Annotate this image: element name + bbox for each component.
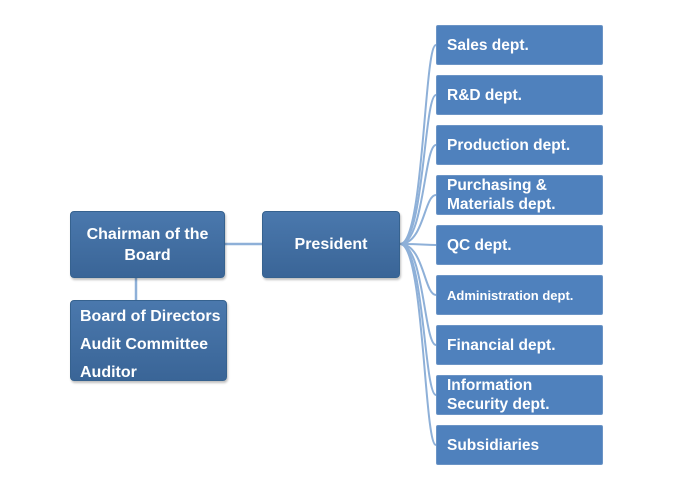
dept-subsidiaries: Subsidiaries — [436, 425, 603, 465]
dept-connector — [399, 243, 437, 296]
chairman-box: Chairman of the Board — [70, 211, 225, 278]
board-list-box: Board of Directors Audit Committee Audit… — [70, 300, 227, 381]
dept-rd: R&D dept. — [436, 75, 603, 115]
dept-connector — [399, 144, 437, 245]
dept-administration: Administration dept. — [436, 275, 603, 315]
dept-label: Financial dept. — [447, 336, 556, 354]
board-list-item-board-of-directors: Board of Directors — [80, 308, 221, 325]
board-list-item-auditor: Auditor — [80, 364, 137, 381]
dept-label: Administration dept. — [447, 287, 574, 303]
dept-connector — [399, 94, 437, 245]
president-box: President — [262, 211, 400, 278]
dept-connector — [399, 194, 437, 245]
board-list-item-audit-committee: Audit Committee — [80, 336, 208, 353]
chairman-label: Chairman of the Board — [86, 225, 209, 264]
dept-production: Production dept. — [436, 125, 603, 165]
president-label: President — [294, 235, 368, 253]
dept-label: Production dept. — [447, 136, 571, 154]
dept-connector — [399, 243, 437, 396]
dept-label: QC dept. — [447, 236, 512, 254]
dept-connector — [399, 243, 437, 446]
dept-label: R&D dept. — [447, 86, 522, 104]
dept-label: Sales dept. — [447, 36, 529, 54]
dept-qc: QC dept. — [436, 225, 603, 265]
dept-label: Subsidiaries — [447, 436, 540, 454]
dept-label: Information Security dept. — [447, 377, 550, 413]
dept-sales: Sales dept. — [436, 25, 603, 65]
dept-connector — [399, 44, 437, 245]
dept-information-security: Information Security dept. — [436, 375, 603, 415]
dept-financial: Financial dept. — [436, 325, 603, 365]
dept-purchasing-materials: Purchasing & Materials dept. — [436, 175, 603, 215]
dept-label: Purchasing & Materials dept. — [447, 177, 556, 213]
